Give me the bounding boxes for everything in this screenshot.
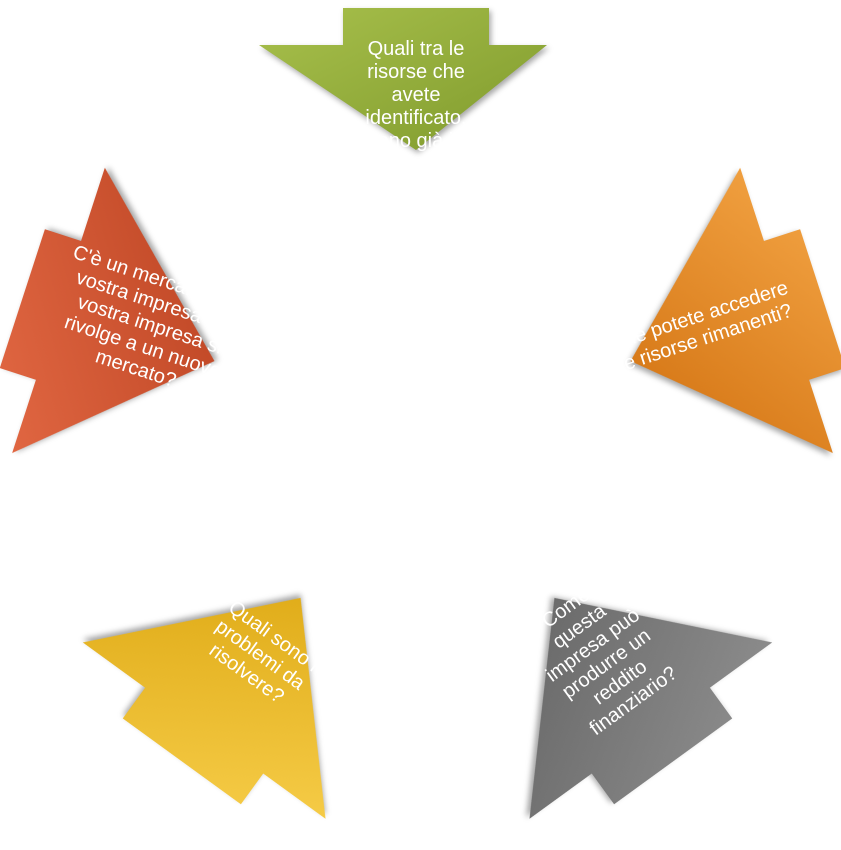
arrow-left-shape — [0, 167, 215, 454]
arrow-right-shape — [630, 167, 841, 454]
arrow-top-label: Quali tra le risorse che avete identific… — [365, 37, 467, 198]
arrow-bottom-right-shape — [529, 597, 773, 819]
arrow-bottom-left-shape — [82, 597, 326, 819]
arrow-top-shape — [259, 8, 547, 150]
cycle-diagram: Quali tra le risorse che avete identific… — [0, 8, 841, 819]
